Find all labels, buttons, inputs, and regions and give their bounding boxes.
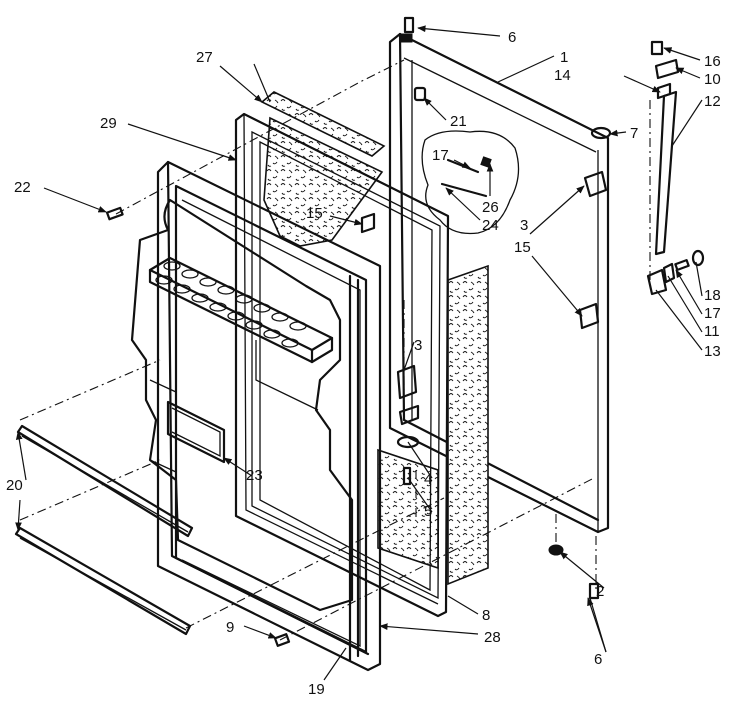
callout-18: 18 [704,287,721,304]
inner-door-liner [130,160,382,672]
foam-insulation-27 [260,91,386,247]
hinge-hardware [105,16,705,647]
callout-labels: 6 1 16 14 10 12 27 21 29 7 17 22 26 15 3… [6,29,721,698]
callout-27: 27 [196,49,213,66]
callout-14: 14 [554,67,571,84]
door-gasket-frame [234,112,450,618]
callout-17-cutaway: 17 [432,147,449,164]
callout-15-right: 15 [514,239,531,256]
callout-21: 21 [450,113,467,130]
callout-17-hinge: 17 [704,305,721,322]
callout-5: 5 [424,503,432,520]
callout-23: 23 [246,467,263,484]
callout-15-left: 15 [306,205,323,222]
callout-10: 10 [704,71,721,88]
callout-29: 29 [100,115,117,132]
outer-door-panel [388,32,610,534]
leader-lines [15,25,703,681]
callout-13: 13 [704,343,721,360]
callout-3-left: 3 [414,337,422,354]
callout-8: 8 [482,607,490,624]
callout-6-bottom: 6 [594,651,602,668]
callout-26: 26 [482,199,499,216]
callout-12: 12 [704,93,721,110]
callout-16: 16 [704,53,721,70]
callout-6-top: 6 [508,29,516,46]
door-shelf-bars [14,424,194,636]
callout-24: 24 [482,217,499,234]
callout-28: 28 [484,629,501,646]
callout-7: 7 [630,125,638,142]
callout-3-right: 3 [520,217,528,234]
callout-4: 4 [424,471,432,488]
callout-11: 11 [704,323,720,340]
callout-22: 22 [14,179,31,196]
callout-19: 19 [308,681,325,698]
egg-cups [155,261,307,348]
callout-2: 2 [596,583,604,600]
alignment-lines [19,59,651,641]
callout-9: 9 [226,619,234,636]
callout-1: 1 [560,49,568,66]
foam-insulation-strip [377,264,489,586]
callout-20: 20 [6,477,23,494]
